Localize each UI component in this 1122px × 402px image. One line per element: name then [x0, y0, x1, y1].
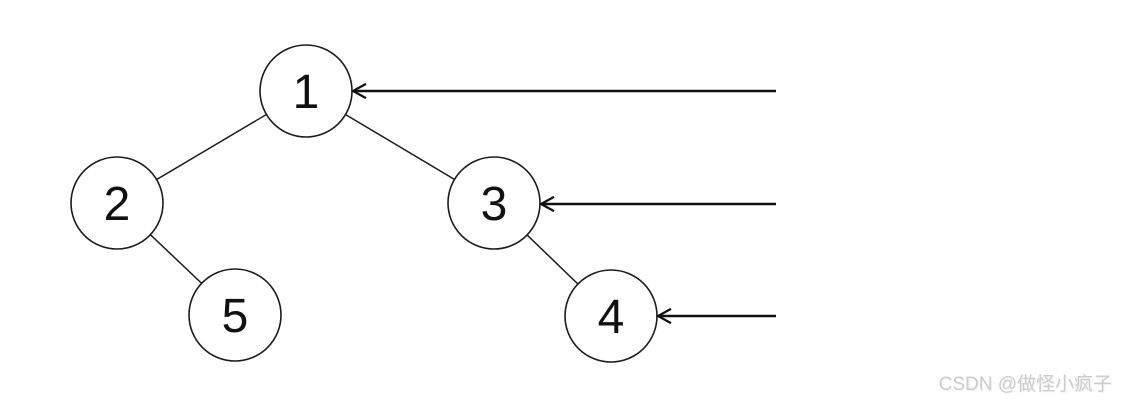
pointer-arrow-head-3 — [538, 195, 555, 213]
node-label-4: 4 — [598, 291, 625, 344]
node-label-3: 3 — [481, 178, 508, 231]
node-label-1: 1 — [293, 66, 320, 119]
tree-node-3 — [447, 156, 541, 250]
node-label-5: 5 — [222, 290, 249, 343]
node-label-2: 2 — [104, 178, 131, 231]
tree-node-2 — [70, 156, 164, 250]
tree-node-5 — [188, 268, 282, 362]
pointer-arrow-head-4 — [655, 307, 672, 325]
pointer-arrow-head-1 — [350, 82, 367, 100]
csdn-watermark: CSDN @做怪小疯子 — [938, 374, 1112, 395]
